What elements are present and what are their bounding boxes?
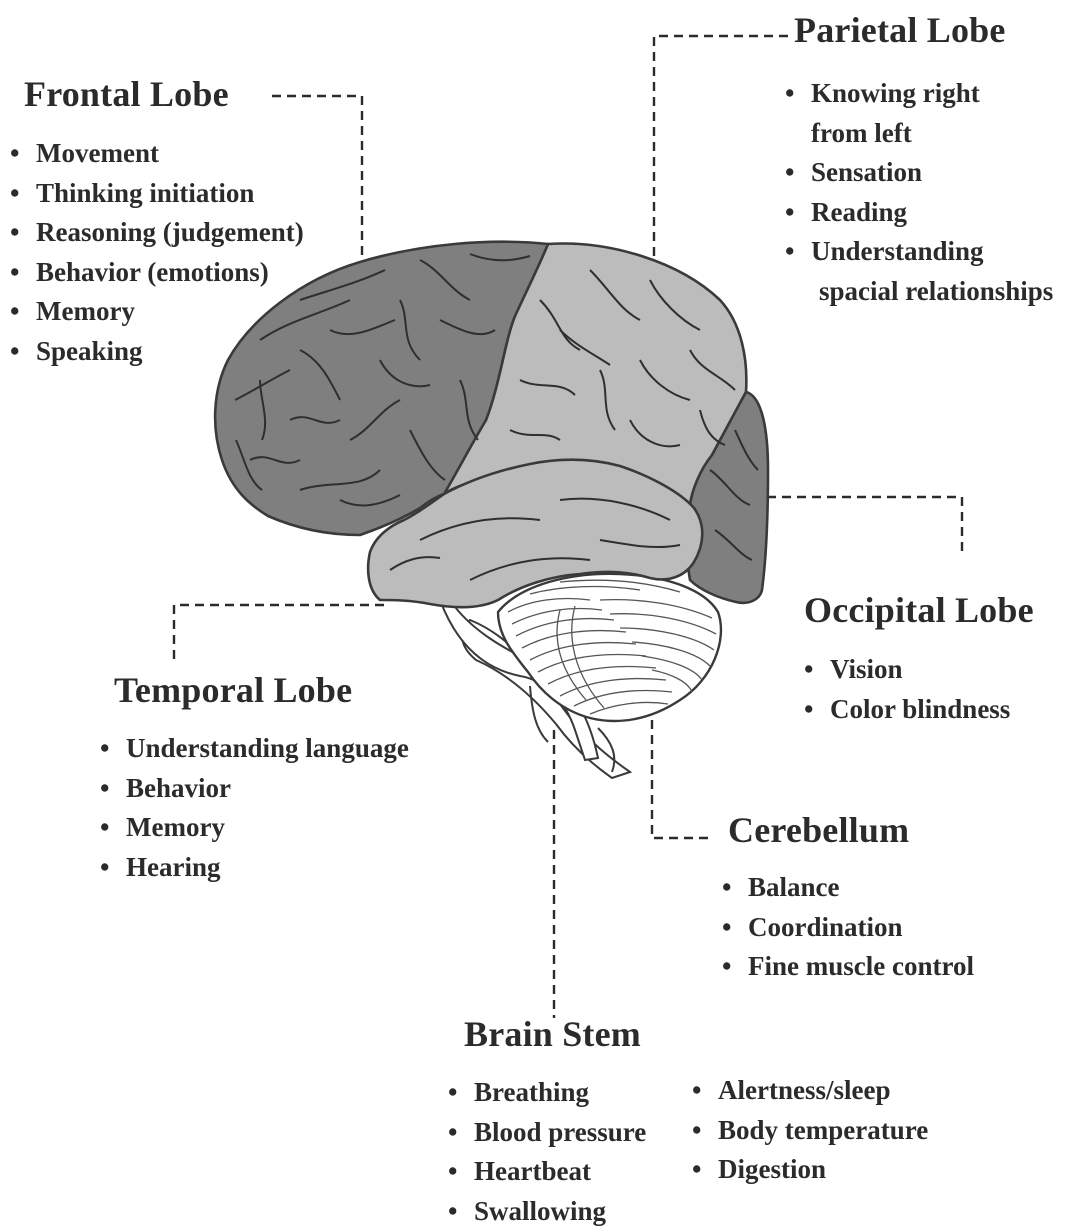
- list-item: Digestion: [692, 1150, 928, 1190]
- cerebellum-leader-line: [652, 690, 712, 838]
- brain-stem-list-right: Alertness/sleep Body temperature Digesti…: [692, 1071, 928, 1190]
- list-item: Speaking: [10, 332, 304, 372]
- list-item: Color blindness: [804, 690, 1010, 730]
- list-item: Memory: [100, 808, 409, 848]
- list-item: Reasoning (judgement): [10, 213, 304, 253]
- list-item: Sensation: [785, 153, 1053, 193]
- list-item: Memory: [10, 292, 304, 332]
- list-item: Behavior (emotions): [10, 253, 304, 293]
- list-item: Reading: [785, 193, 1053, 233]
- list-item: Alertness/sleep: [692, 1071, 928, 1111]
- list-item: Balance: [722, 868, 974, 908]
- temporal-lobe-list: Understanding language Behavior Memory H…: [100, 729, 409, 887]
- list-item: Thinking initiation: [10, 174, 304, 214]
- list-item: Understanding language: [100, 729, 409, 769]
- list-item-continuation: spacial relationships: [785, 272, 1053, 312]
- brain-stem-title: Brain Stem: [464, 1014, 641, 1054]
- occipital-leader-line: [752, 497, 962, 556]
- parietal-leader-line: [654, 36, 788, 272]
- parietal-lobe-list: Knowing right from left Sensation Readin…: [785, 74, 1053, 311]
- occipital-lobe-list: Vision Color blindness: [804, 650, 1010, 729]
- list-item: Hearing: [100, 848, 409, 888]
- parietal-lobe-title: Parietal Lobe: [794, 10, 1006, 50]
- occipital-lobe-title: Occipital Lobe: [804, 590, 1034, 630]
- list-item: Behavior: [100, 769, 409, 809]
- list-item: Swallowing: [448, 1192, 646, 1231]
- cerebellum-title: Cerebellum: [728, 810, 909, 850]
- list-item: Heartbeat: [448, 1152, 646, 1192]
- list-item: Body temperature: [692, 1111, 928, 1151]
- frontal-lobe-title: Frontal Lobe: [24, 74, 229, 114]
- temporal-lobe-title: Temporal Lobe: [114, 670, 352, 710]
- list-item: Fine muscle control: [722, 947, 974, 987]
- brain-stem-list-left: Breathing Blood pressure Heartbeat Swall…: [448, 1073, 646, 1231]
- list-item: Breathing: [448, 1073, 646, 1113]
- cerebellum-list: Balance Coordination Fine muscle control: [722, 868, 974, 987]
- frontal-lobe-list: Movement Thinking initiation Reasoning (…: [10, 134, 304, 371]
- list-item: Coordination: [722, 908, 974, 948]
- temporal-leader-line: [174, 605, 384, 662]
- list-item: Movement: [10, 134, 304, 174]
- list-item: Vision: [804, 650, 1010, 690]
- list-item-continuation: from left: [785, 114, 1053, 154]
- list-item: Blood pressure: [448, 1113, 646, 1153]
- list-item: Knowing right: [785, 74, 1053, 114]
- list-item: Understanding: [785, 232, 1053, 272]
